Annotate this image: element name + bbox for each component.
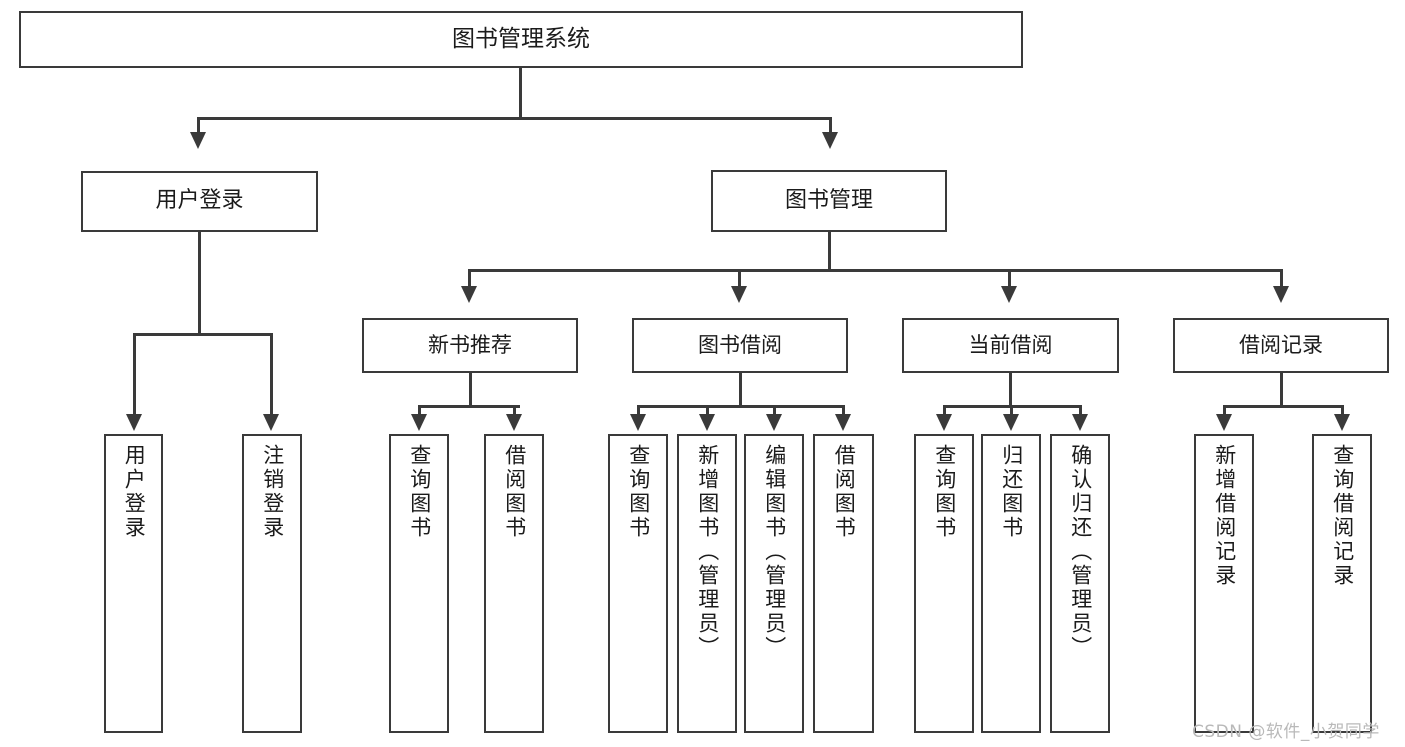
connector-borrowrecord-drop-1 [1223, 405, 1226, 416]
leaf-logout[interactable]: 注销登录 [242, 434, 302, 733]
connector-root-drop-left [197, 117, 200, 134]
node-borrow-record[interactable]: 借阅记录 [1173, 318, 1389, 373]
node-book-manage[interactable]: 图书管理 [711, 170, 947, 232]
arrowhead-user-login [190, 132, 206, 149]
leaf-borrow-book-recommend[interactable]: 借阅图书 [484, 434, 544, 733]
node-label: 新书推荐 [428, 332, 512, 357]
node-label: 查询借阅记录 [1330, 444, 1355, 588]
connector-bookmanage-drop-3 [1008, 269, 1011, 288]
node-label: 用户登录 [122, 444, 147, 540]
node-label: 借阅记录 [1239, 332, 1323, 357]
arrowhead-borrow-record [1273, 286, 1289, 303]
connector-currentborrow-drop-1 [943, 405, 946, 416]
connector-bookmanage-drop-2 [738, 269, 741, 288]
connector-borrowrecord-stem [1280, 373, 1283, 407]
leaf-query-book-borrow[interactable]: 查询图书 [608, 434, 668, 733]
arrowhead-leaf-edit-book [766, 414, 782, 431]
arrowhead-current-borrow [1001, 286, 1017, 303]
node-label: 新增图书（管理员） [695, 444, 720, 660]
node-label: 归还图书 [999, 444, 1024, 540]
arrowhead-leaf-query-book-2 [630, 414, 646, 431]
leaf-query-book-current[interactable]: 查询图书 [914, 434, 974, 733]
arrowhead-leaf-add-book [699, 414, 715, 431]
connector-currentborrow-drop-2 [1010, 405, 1013, 416]
leaf-user-login[interactable]: 用户登录 [104, 434, 163, 733]
leaf-confirm-return-admin[interactable]: 确认归还（管理员） [1050, 434, 1110, 733]
connector-bookmanage-stem [828, 232, 831, 271]
connector-bookborrow-drop-1 [637, 405, 640, 416]
connector-bookborrow-stem [739, 373, 742, 407]
node-label: 借阅图书 [832, 444, 857, 540]
arrowhead-leaf-query-book-3 [936, 414, 952, 431]
arrowhead-new-book-recommend [461, 286, 477, 303]
connector-borrowrecord-drop-2 [1341, 405, 1344, 416]
arrowhead-leaf-query-book-1 [411, 414, 427, 431]
connector-bookborrow-bar [637, 405, 844, 408]
arrowhead-book-manage [822, 132, 838, 149]
connector-bookmanage-drop-4 [1280, 269, 1283, 288]
node-label: 确认归还（管理员） [1068, 444, 1093, 660]
node-root-system[interactable]: 图书管理系统 [19, 11, 1023, 68]
arrowhead-leaf-borrow-book-2 [835, 414, 851, 431]
arrowhead-leaf-query-record [1334, 414, 1350, 431]
leaf-query-book-recommend[interactable]: 查询图书 [389, 434, 449, 733]
node-label: 注销登录 [260, 444, 285, 540]
arrowhead-leaf-add-record [1216, 414, 1232, 431]
connector-root-stem [519, 68, 522, 118]
arrowhead-leaf-return-book [1003, 414, 1019, 431]
node-label: 查询图书 [407, 444, 432, 540]
node-label: 查询图书 [932, 444, 957, 540]
connector-root-bar [197, 117, 831, 120]
node-book-borrow[interactable]: 图书借阅 [632, 318, 848, 373]
connector-bookborrow-drop-3 [773, 405, 776, 416]
connector-userlogin-drop-1 [133, 333, 136, 416]
connector-newbook-stem [469, 373, 472, 407]
connector-userlogin-bar [133, 333, 270, 336]
node-user-login[interactable]: 用户登录 [81, 171, 318, 232]
node-label: 编辑图书（管理员） [762, 444, 787, 660]
connector-bookborrow-drop-4 [842, 405, 845, 416]
node-label: 当前借阅 [968, 332, 1053, 357]
arrowhead-leaf-borrow-book-1 [506, 414, 522, 431]
node-label: 借阅图书 [502, 444, 527, 540]
node-label: 用户登录 [155, 188, 244, 214]
leaf-query-borrow-record[interactable]: 查询借阅记录 [1312, 434, 1372, 733]
leaf-return-book[interactable]: 归还图书 [981, 434, 1041, 733]
arrowhead-leaf-confirm-return [1072, 414, 1088, 431]
connector-newbook-bar [418, 405, 520, 408]
arrowhead-book-borrow [731, 286, 747, 303]
node-current-borrow[interactable]: 当前借阅 [902, 318, 1119, 373]
leaf-edit-book-admin[interactable]: 编辑图书（管理员） [744, 434, 804, 733]
connector-currentborrow-stem [1009, 373, 1012, 407]
connector-root-drop-right [829, 117, 832, 134]
connector-userlogin-drop-2 [270, 333, 273, 416]
node-label: 新增借阅记录 [1212, 444, 1237, 588]
leaf-add-book-admin[interactable]: 新增图书（管理员） [677, 434, 737, 733]
connector-userlogin-stem [198, 232, 201, 335]
connector-newbook-drop-1 [418, 405, 421, 416]
node-label: 图书借阅 [698, 332, 782, 357]
connector-newbook-drop-2 [513, 405, 516, 416]
node-new-book-recommend[interactable]: 新书推荐 [362, 318, 578, 373]
connector-bookborrow-drop-2 [706, 405, 709, 416]
leaf-add-borrow-record[interactable]: 新增借阅记录 [1194, 434, 1254, 733]
connector-currentborrow-drop-3 [1079, 405, 1082, 416]
connector-bookmanage-bar [468, 269, 1280, 272]
arrowhead-leaf-user-login [126, 414, 142, 431]
arrowhead-leaf-logout [263, 414, 279, 431]
node-label: 图书管理 [784, 187, 873, 213]
connector-bookmanage-drop-1 [468, 269, 471, 288]
leaf-borrow-book[interactable]: 借阅图书 [813, 434, 874, 733]
connector-borrowrecord-bar [1223, 405, 1342, 408]
node-label: 图书管理系统 [452, 26, 590, 53]
node-label: 查询图书 [626, 444, 651, 540]
